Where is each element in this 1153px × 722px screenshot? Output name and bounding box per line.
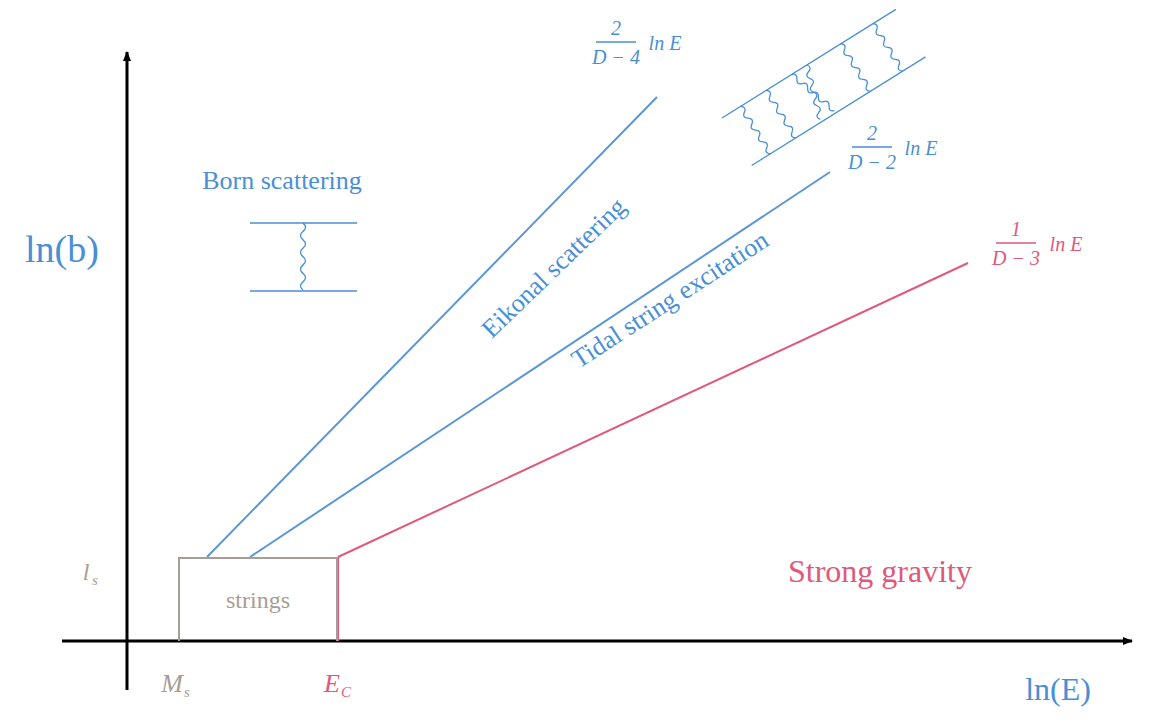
diagram-label: M	[161, 670, 183, 699]
diagram-label: ln(b)	[25, 229, 99, 271]
diagram-label: s	[184, 684, 190, 701]
diagram-label: ln E	[649, 32, 682, 54]
diagram-label: l	[83, 559, 90, 585]
region-box: strings	[178, 557, 338, 641]
diagram-label: ln E	[1050, 233, 1083, 255]
diagram-label: D − 4	[592, 46, 640, 68]
diagram-label: Strong gravity	[788, 554, 972, 589]
diagram-label: Eikonal scattering	[476, 192, 631, 343]
fraction-bar	[996, 242, 1036, 243]
ladder-feynman-diagram	[722, 9, 926, 166]
diagram-label: 2	[867, 122, 877, 144]
diagram-label: ln(E)	[1025, 672, 1091, 707]
eikonal-tidal-boundary	[250, 172, 830, 557]
y-axis	[126, 52, 129, 690]
diagram-label: D − 2	[848, 151, 896, 173]
diagram-label: Tidal string excitation	[566, 226, 773, 375]
box-text: strings	[226, 587, 290, 614]
diagram-label: E	[324, 670, 340, 699]
fraction-bar	[596, 41, 636, 42]
x-axis	[62, 640, 1132, 643]
diagram-label: s	[92, 572, 98, 589]
diagram-label: C	[341, 684, 351, 701]
born-feynman-diagram	[250, 223, 357, 291]
diagram-label: 2	[611, 17, 621, 39]
diagram-label: ln E	[905, 137, 938, 159]
diagram-label: 1	[1011, 218, 1021, 240]
diagram-label: Born scattering	[202, 167, 362, 196]
diagram-label: D − 3	[992, 247, 1040, 269]
fraction-bar	[852, 146, 892, 147]
